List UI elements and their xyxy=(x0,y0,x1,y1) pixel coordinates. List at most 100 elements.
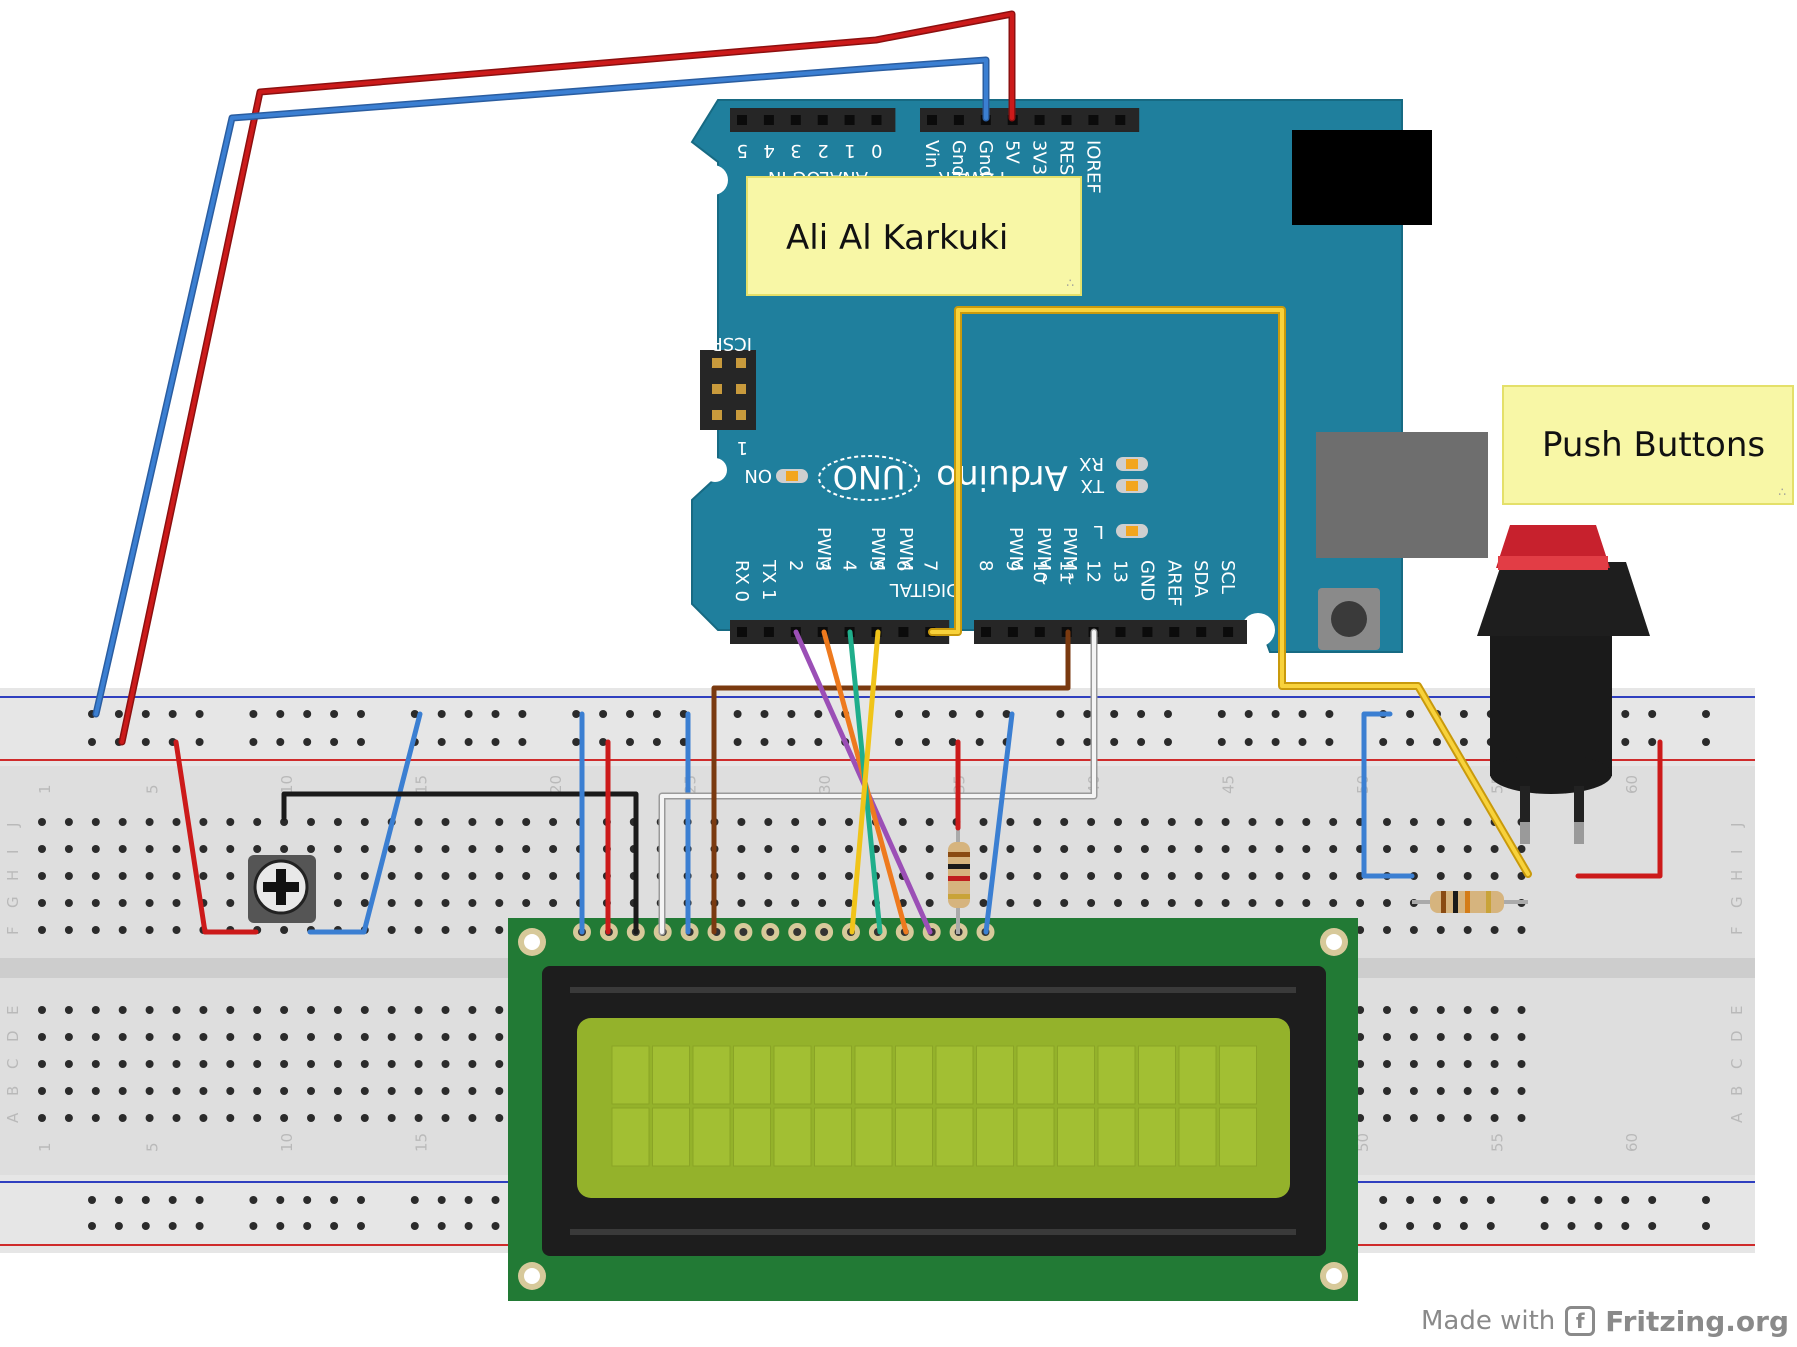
resistor-button-pulldown xyxy=(1412,891,1528,913)
analog-pin-label: 4 xyxy=(763,140,774,161)
terminal-hole xyxy=(253,1087,262,1095)
button-leg-2 xyxy=(1574,786,1584,844)
lcd-pin[interactable] xyxy=(820,928,829,936)
author-note[interactable]: Ali Al Karkuki ∴ xyxy=(746,176,1082,296)
lcd-pin[interactable] xyxy=(739,928,748,936)
wire-enable-brown[interactable] xyxy=(711,629,1071,935)
header-pin[interactable] xyxy=(1196,627,1207,637)
wire-5v-red[interactable] xyxy=(120,12,1014,744)
terminal-hole xyxy=(280,1060,289,1068)
header-pin[interactable] xyxy=(1223,627,1234,637)
wire-contrast-black[interactable] xyxy=(281,791,639,935)
pot-slot-cross xyxy=(263,882,299,892)
terminal-hole xyxy=(1194,872,1203,880)
header-pin[interactable] xyxy=(871,115,882,125)
lcd-char-cell xyxy=(854,1107,893,1167)
terminal-hole xyxy=(1436,1060,1445,1068)
fritzing-brand-text[interactable]: Fritzing.org xyxy=(1605,1304,1789,1338)
rail-hole xyxy=(1244,738,1253,746)
lcd-char-cell xyxy=(1016,1045,1055,1105)
rail-hole xyxy=(733,738,742,746)
push-buttons-note[interactable]: Push Buttons ∴ xyxy=(1502,385,1794,505)
rail-hole xyxy=(491,1222,500,1230)
wire-gnd-blue[interactable] xyxy=(94,58,988,716)
rail-hole xyxy=(464,738,473,746)
header-pin[interactable] xyxy=(763,115,774,125)
column-number: 60 xyxy=(1623,775,1641,794)
terminal-hole xyxy=(764,818,773,826)
terminal-hole xyxy=(1087,845,1096,853)
icsp-pin[interactable] xyxy=(712,384,722,394)
header-pin[interactable] xyxy=(1007,627,1018,637)
terminal-hole xyxy=(307,818,315,826)
rail-hole xyxy=(1002,710,1011,718)
terminal-hole xyxy=(172,1087,181,1095)
wire-button-vcc-red[interactable] xyxy=(1575,739,1663,879)
header-pin[interactable] xyxy=(844,115,855,125)
icsp-pin[interactable] xyxy=(736,358,746,368)
rail-hole xyxy=(921,710,930,718)
header-pin[interactable] xyxy=(1169,627,1180,637)
icsp-pin[interactable] xyxy=(736,384,746,394)
terminal-hole xyxy=(387,899,396,907)
header-pin[interactable] xyxy=(1115,627,1126,637)
terminal-hole xyxy=(199,1087,208,1095)
icsp-pin[interactable] xyxy=(712,410,722,420)
rail-hole xyxy=(1486,1196,1495,1204)
terminal-hole xyxy=(118,872,127,880)
resize-grip-icon[interactable]: ∴ xyxy=(1778,485,1786,499)
terminal-hole xyxy=(1409,1060,1418,1068)
lcd-pin[interactable] xyxy=(793,928,802,936)
terminal-hole xyxy=(145,1114,154,1122)
terminal-hole xyxy=(414,899,423,907)
column-number: 15 xyxy=(413,775,431,794)
wire-rs-white[interactable] xyxy=(660,630,1096,934)
header-pin[interactable] xyxy=(737,115,747,125)
terminal-hole xyxy=(845,845,853,853)
wire-pot-gnd[interactable] xyxy=(307,711,423,935)
header-pin[interactable] xyxy=(1034,627,1045,637)
terminal-hole xyxy=(441,1060,450,1068)
terminal-hole xyxy=(38,818,46,826)
on-led-label: ON xyxy=(744,465,772,486)
column-number: 1 xyxy=(36,784,54,794)
resize-grip-icon[interactable]: ∴ xyxy=(1066,276,1074,290)
header-pin[interactable] xyxy=(1034,115,1045,125)
terminal-hole xyxy=(387,926,396,934)
wire-pot-vcc[interactable] xyxy=(173,739,259,935)
header-pin[interactable] xyxy=(790,115,801,125)
wire-backlight-blue[interactable] xyxy=(983,711,1015,935)
rail-hole xyxy=(1379,738,1388,746)
header-pin[interactable] xyxy=(1142,627,1153,637)
wire-button-gnd-blue[interactable] xyxy=(1361,711,1415,879)
header-pin[interactable] xyxy=(898,627,909,637)
rail-hole xyxy=(1594,1222,1603,1230)
terminal-hole xyxy=(441,818,450,826)
header-pin[interactable] xyxy=(737,627,747,637)
rail-hole xyxy=(437,738,446,746)
terminal-hole xyxy=(441,1006,450,1014)
header-pin[interactable] xyxy=(817,115,828,125)
header-pin[interactable] xyxy=(1061,115,1072,125)
rail-hole xyxy=(249,738,258,746)
header-pin[interactable] xyxy=(763,627,774,637)
terminal-hole xyxy=(64,818,73,826)
terminal-hole xyxy=(1006,845,1015,853)
rail-hole xyxy=(1702,738,1710,746)
row-letter: J xyxy=(1728,823,1746,828)
header-pin[interactable] xyxy=(981,627,991,637)
rail-hole xyxy=(1110,710,1119,718)
header-pin[interactable] xyxy=(1115,115,1126,125)
wire-button-yellow[interactable] xyxy=(930,308,1530,876)
icsp-pin[interactable] xyxy=(736,410,746,420)
digital-pin-label: 10 xyxy=(1029,560,1050,583)
power-jack xyxy=(1292,130,1432,225)
rail-hole xyxy=(1137,710,1146,718)
icsp-pin[interactable] xyxy=(712,358,722,368)
lcd-pin[interactable] xyxy=(766,928,775,936)
terminal-hole xyxy=(764,872,773,880)
header-pin[interactable] xyxy=(953,115,964,125)
wire-d4-yellow[interactable] xyxy=(849,629,881,935)
header-pin[interactable] xyxy=(927,115,937,125)
header-pin[interactable] xyxy=(1088,115,1099,125)
